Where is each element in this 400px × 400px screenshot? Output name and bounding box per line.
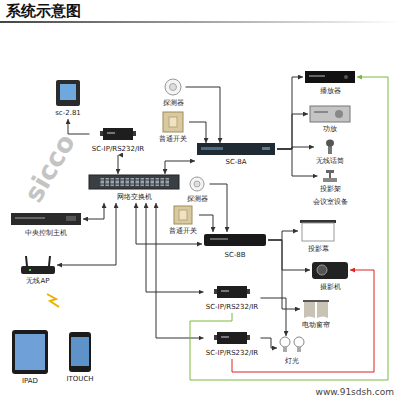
- detector-icon: [190, 177, 204, 191]
- light-bulb-icon: [280, 337, 304, 352]
- touch-panel-icon: [56, 80, 80, 106]
- connector: [156, 203, 204, 338]
- controller-box-icon: [204, 234, 266, 246]
- projection-screen-icon: [300, 220, 336, 241]
- connector: [261, 298, 287, 336]
- diagram-title: 系统示意图: [6, 2, 81, 21]
- connector: [268, 240, 310, 270]
- device-node: 电动窗帘: [300, 300, 332, 331]
- device-label: IPAD: [10, 377, 50, 386]
- device-node: 普通开关: [157, 112, 189, 145]
- device-label: 探测器: [185, 195, 210, 204]
- device-node: 中央控制主机: [9, 212, 83, 239]
- device-node: 普通开关: [167, 206, 199, 237]
- device-node: SC-IP/RS232/IR: [90, 126, 147, 155]
- device-node: SC-IP/RS232/IR: [204, 330, 261, 359]
- site-watermark: www.91sdsh.com: [316, 387, 394, 397]
- device-label: SC-IP/RS232/IR: [90, 145, 147, 154]
- device-label: 电动窗帘: [300, 321, 332, 330]
- device-label: 无线AP: [19, 277, 57, 286]
- device-label: 功放: [308, 125, 352, 134]
- device-node: 播放器: [303, 70, 357, 97]
- device-node: SC-8B: [202, 232, 268, 261]
- connector: [277, 149, 318, 176]
- connector: [199, 215, 213, 232]
- group-label: 会议室设备: [313, 197, 348, 207]
- network-switch-icon: [89, 175, 179, 189]
- device-node: 摄影机: [310, 260, 350, 293]
- connector: [68, 119, 90, 134]
- device-node: SC-IP/RS232/IR: [204, 284, 261, 313]
- device-node: 灯光: [277, 336, 307, 367]
- device-label: 投影架: [318, 185, 343, 194]
- device-node: 探测器: [161, 78, 186, 109]
- central-host-icon: [11, 213, 81, 225]
- device-label: 播放器: [303, 87, 357, 96]
- wall-switch-icon: [163, 112, 183, 132]
- device-label: 摄影机: [310, 283, 350, 292]
- connector: [268, 231, 298, 240]
- projector-icon: [312, 262, 348, 279]
- device-node: 无线AP: [19, 256, 57, 287]
- connector: [165, 161, 195, 174]
- device-node: 无线话筒: [314, 140, 346, 167]
- amplifier-icon: [310, 106, 350, 122]
- device-node: sc-2.81: [53, 80, 83, 119]
- connector: [268, 240, 300, 309]
- connector: [261, 338, 278, 348]
- wireless-symbol: [47, 294, 59, 307]
- device-label: SC-IP/RS232/IR: [204, 303, 261, 312]
- connector: [189, 122, 206, 143]
- device-node: 投影架: [318, 170, 343, 195]
- device-label: SC-IP/RS232/IR: [204, 349, 261, 358]
- device-label: 网络交换机: [87, 193, 181, 202]
- connector: [210, 184, 228, 232]
- device-label: SC-8B: [202, 251, 268, 260]
- connector: [277, 114, 308, 149]
- tablet-icon: [12, 330, 48, 374]
- device-node: 功放: [308, 106, 352, 135]
- device-node: 投影幕: [298, 220, 338, 255]
- interface-box-icon: [214, 286, 250, 298]
- device-label: 无线话筒: [314, 157, 346, 166]
- connector: [146, 203, 204, 292]
- device-label: 探测器: [161, 99, 186, 108]
- device-label: 灯光: [277, 357, 307, 366]
- detector-icon: [165, 79, 181, 95]
- controller-rack-icon: [197, 143, 275, 155]
- device-node: 网络交换机: [87, 174, 181, 203]
- device-node: IPAD: [10, 330, 50, 387]
- interface-box-icon: [214, 332, 250, 344]
- device-label: 普通开关: [157, 135, 189, 144]
- connector: [83, 203, 104, 219]
- connector: [277, 77, 303, 149]
- device-label: 普通开关: [167, 227, 199, 236]
- device-node: 探测器: [185, 176, 210, 205]
- player-icon: [305, 71, 355, 83]
- device-label: ITOUCH: [64, 375, 96, 384]
- connector: [118, 155, 119, 174]
- microphone-icon: [326, 140, 334, 155]
- header-rule: [0, 21, 400, 23]
- device-label: SC-8A: [195, 158, 277, 167]
- phone-icon: [69, 332, 91, 372]
- projector-mount-icon: [323, 170, 337, 182]
- access-point-icon: [21, 256, 55, 274]
- interface-box-icon: [100, 128, 136, 140]
- device-label: sc-2.81: [53, 109, 83, 118]
- device-label: 投影幕: [298, 245, 338, 254]
- connector: [186, 87, 221, 143]
- watermark: sicco: [19, 129, 82, 207]
- device-node: ITOUCH: [64, 332, 96, 385]
- wall-switch-icon: [174, 206, 192, 224]
- connector: [190, 77, 388, 380]
- device-label: 中央控制主机: [9, 229, 83, 238]
- curtain-icon: [303, 300, 329, 318]
- device-node: SC-8A: [195, 143, 277, 168]
